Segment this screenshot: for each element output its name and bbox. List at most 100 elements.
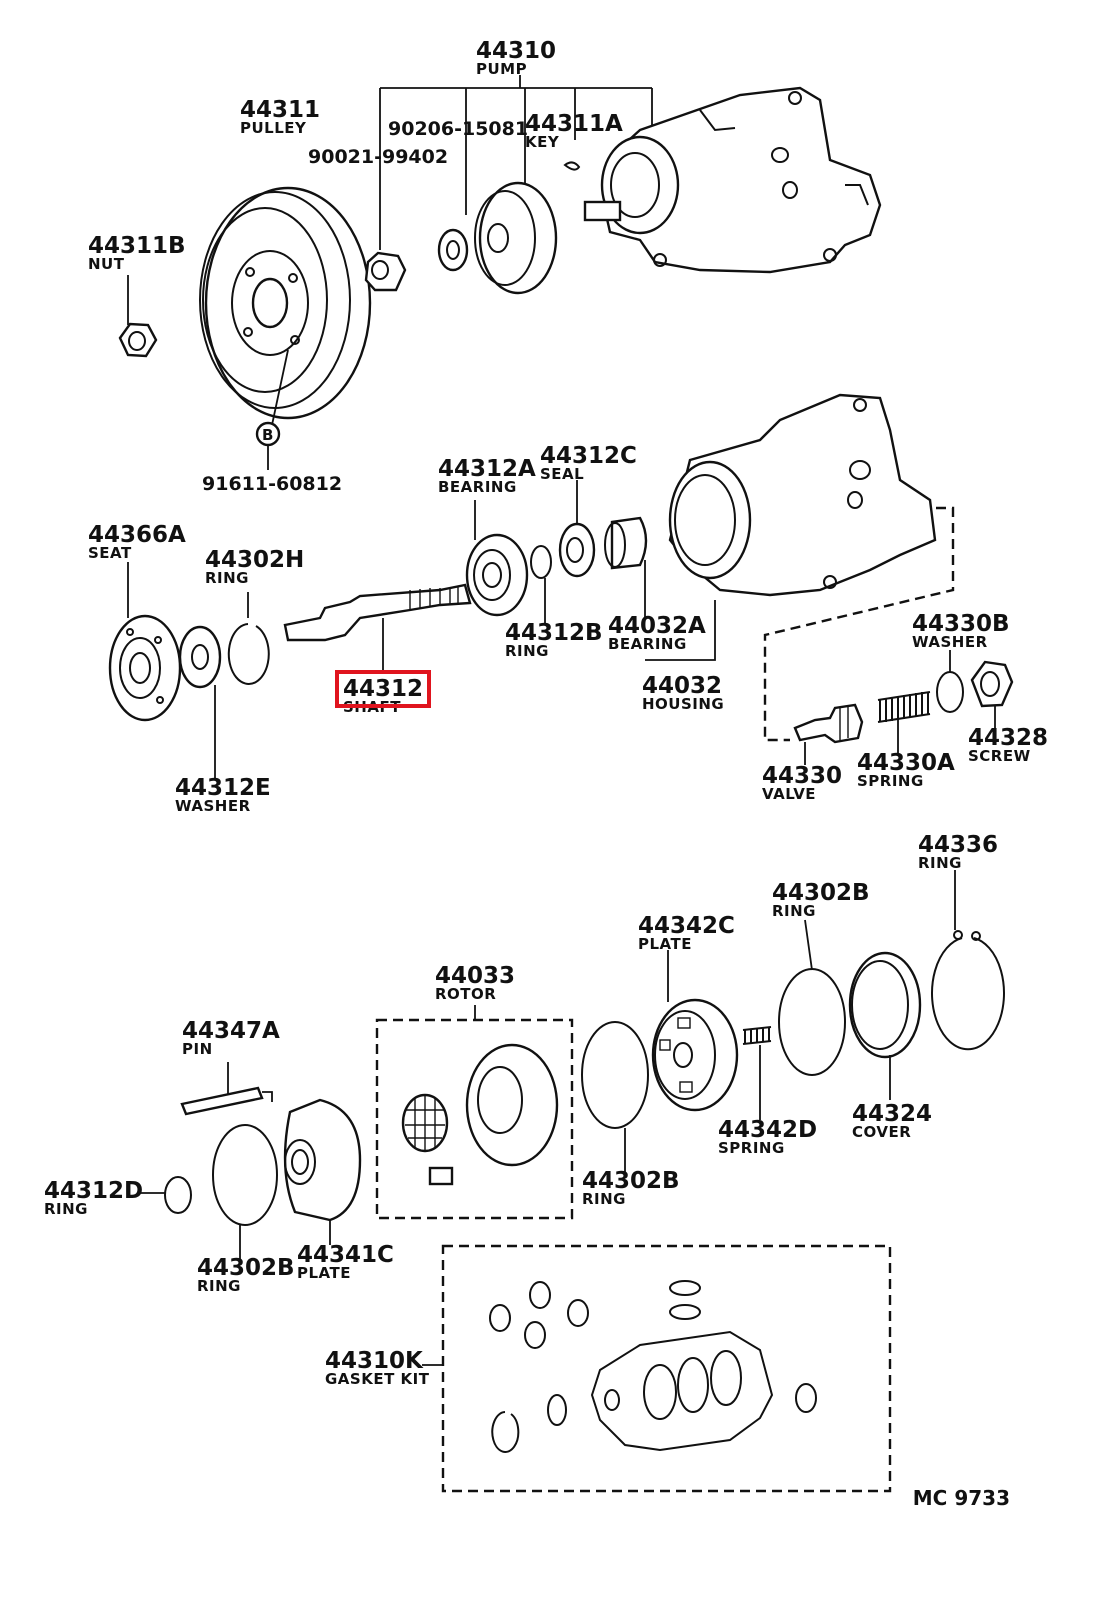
part-name: COVER — [852, 1123, 911, 1141]
ring-02b-low-drawing[interactable] — [212, 1124, 278, 1226]
ring-h-drawing[interactable] — [227, 623, 270, 685]
part-number: 44312B — [505, 620, 603, 646]
pump-drive-disc[interactable] — [474, 181, 558, 295]
pin-drawing[interactable] — [180, 1086, 264, 1116]
part-number: 90021-99402 — [308, 146, 448, 168]
part-number: 44312 — [343, 676, 423, 702]
nut-90021-drawing[interactable] — [364, 251, 407, 292]
part-number: 44032 — [642, 673, 722, 699]
part-label-bolt-91611[interactable]: 91611-60812 — [202, 473, 342, 495]
part-name: VALVE — [762, 785, 816, 803]
part-number: 44302B — [772, 880, 870, 906]
part-name: KEY — [525, 133, 560, 151]
marker-b-label: B — [262, 426, 274, 444]
ring-b-drawing[interactable] — [530, 545, 552, 579]
spring-30a-drawing[interactable] — [877, 691, 931, 723]
part-name: WASHER — [912, 633, 988, 651]
drawing-code: MC 9733 — [913, 1486, 1010, 1510]
pump-body-drawing[interactable] — [583, 86, 882, 274]
gasket-kit-frame — [441, 1244, 892, 1493]
part-number: 44302B — [197, 1255, 295, 1281]
screw-drawing[interactable] — [970, 660, 1014, 708]
housing-leader — [645, 600, 716, 661]
ring-02b-mid-drawing[interactable] — [581, 1021, 649, 1129]
seal-c-drawing[interactable] — [558, 522, 596, 578]
part-number: 44032A — [608, 613, 706, 639]
bearing-a-drawing[interactable] — [465, 533, 529, 617]
part-name: PLATE — [297, 1264, 351, 1282]
cover-drawing[interactable] — [848, 951, 922, 1059]
ring-02b-top-leader — [804, 919, 813, 971]
part-number: 44302H — [205, 547, 304, 573]
key-drawing[interactable] — [563, 161, 581, 171]
spring-42d-drawing[interactable] — [742, 1026, 772, 1045]
part-number: 44328 — [968, 725, 1048, 751]
ring-36-drawing[interactable] — [931, 937, 1005, 1051]
valve-assembly-frame — [763, 506, 955, 742]
valve-drawing[interactable] — [793, 703, 864, 744]
highlighted-part-box — [335, 670, 431, 708]
part-number: 44342C — [638, 913, 735, 939]
part-name: RING — [205, 569, 249, 587]
part-name: SPRING — [718, 1139, 785, 1157]
part-number: 44310K — [325, 1348, 424, 1374]
washer-30b-drawing[interactable] — [936, 671, 964, 713]
seat-drawing[interactable] — [108, 614, 182, 722]
bearing-32a-drawing[interactable] — [604, 516, 648, 570]
part-name: PUMP — [476, 60, 527, 78]
lock-washer-drawing[interactable] — [437, 228, 469, 272]
part-label-nut-90021[interactable]: 90021-99402 — [308, 146, 448, 168]
nut-drawing[interactable] — [118, 322, 158, 358]
housing-drawing[interactable] — [668, 393, 937, 597]
washer-e-drawing[interactable] — [178, 625, 222, 689]
part-name: SEAT — [88, 544, 132, 562]
part-label-washer-90206[interactable]: 90206-15081 — [388, 118, 528, 140]
gasket-kit-drawing[interactable] — [489, 1280, 817, 1453]
part-number: 44330 — [762, 763, 842, 789]
part-name: SCREW — [968, 747, 1031, 765]
part-number: 44302B — [582, 1168, 680, 1194]
part-name: WASHER — [175, 797, 251, 815]
plate-41c-drawing[interactable] — [283, 1098, 362, 1222]
part-name: PULLEY — [240, 119, 307, 137]
rotor-drawing[interactable] — [401, 1043, 559, 1186]
shaft-drawing[interactable] — [283, 583, 472, 642]
plate-42c-drawing[interactable] — [651, 998, 739, 1112]
pulley-drawing[interactable] — [199, 186, 372, 420]
ring-d-drawing[interactable] — [164, 1176, 192, 1214]
ring-02b-top-drawing[interactable] — [778, 968, 846, 1076]
part-name: RING — [197, 1277, 241, 1295]
part-name: RING — [772, 902, 816, 920]
part-number: 44312D — [44, 1178, 143, 1204]
part-name: RING — [918, 854, 962, 872]
